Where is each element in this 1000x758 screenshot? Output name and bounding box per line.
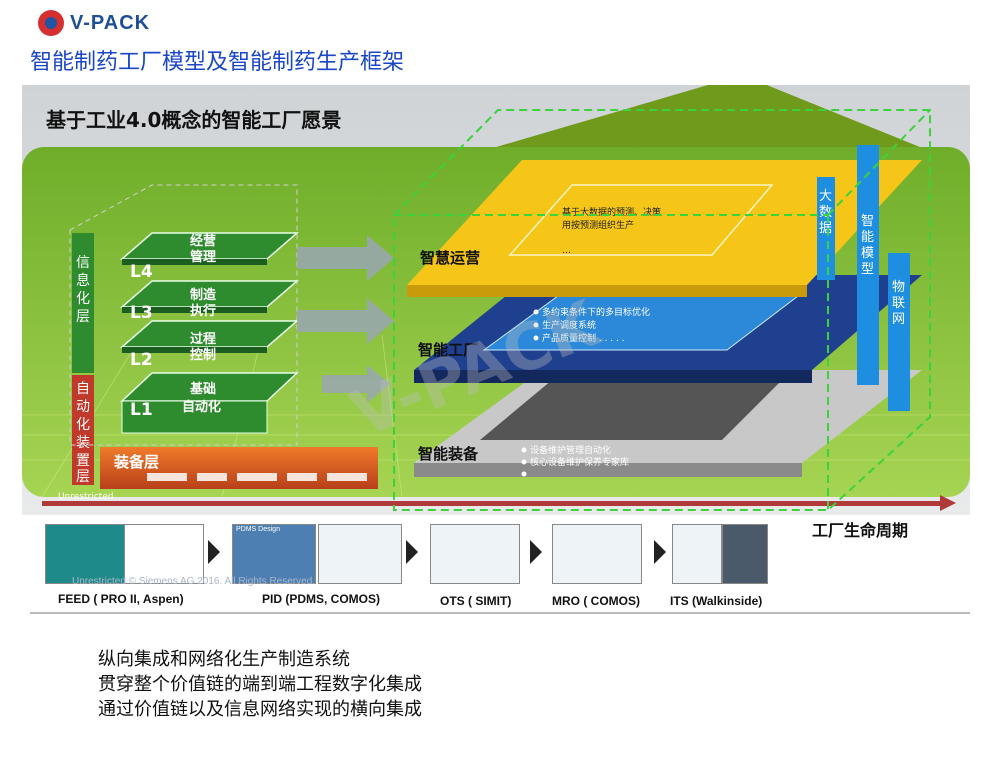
pillar-smart-model [857,145,879,385]
mro-thumbnail [552,524,642,584]
logo-text: V-PACK [70,11,151,34]
divider [30,612,970,614]
level-label-l3b: 执行 [190,303,216,319]
smart-equipment-bullets: 设备维护管理自动化 核心设备维护保养专家库 [530,444,629,468]
feed-thumbnail-2 [124,524,204,584]
mountain-shape [452,85,952,160]
tool-label-its: ITS (Walkinside) [670,594,763,608]
level-code-l4: L4 [130,262,153,282]
level-code-l1: L1 [130,400,153,420]
automation-layer-label: 自动化装置层 [76,381,90,485]
lifecycle-arrow-head [940,495,956,511]
platform-ops [407,160,922,285]
info-layer-bar [72,233,94,373]
pillar-big-data [817,177,835,280]
info-layer-label: 信息化层 [76,255,90,325]
ots-thumbnail [430,524,520,584]
automation-layer-bar [72,375,94,485]
summary-line-2: 贯穿整个价值链的端到端工程数字化集成 [98,674,422,695]
arrow-right-icon [654,540,666,564]
pillar-smart-model-label: 智能模型 [861,214,874,277]
smart-ops-label: 智慧运营 [420,249,480,267]
its-thumbnail-1 [672,524,722,584]
equipment-layer-bar [100,447,378,489]
level-code-l3: L3 [130,303,153,323]
smart-equipment-label: 智能装备 [418,445,479,463]
tool-label-feed: FEED ( PRO II, Aspen) [58,592,184,606]
pillar-iot-label: 物联网 [892,280,905,327]
arrow-right-icon [530,540,542,564]
level-code-l2: L2 [130,350,153,370]
platform-ops-inner [508,184,774,256]
equipment-layer-label: 装备层 [113,453,159,471]
level-label-l4a: 经营 [190,233,216,249]
unrestricted-label: Unrestricted [58,492,113,502]
pid-caption: PDMS Design [236,526,280,533]
smart-ops-bullets: 基于大数据的预测、决策 用按预测组织生产 … [562,206,664,256]
logo-icon [38,10,64,36]
level-label-l4b: 管理 [190,249,216,265]
page-title: 智能制药工厂模型及智能制药生产框架 [30,50,405,75]
level-label-l3a: 制造 [190,287,217,303]
its-thumbnail-2 [722,524,768,584]
summary-line-1: 纵向集成和网络化生产制造系统 [98,649,350,670]
summary-line-3: 通过价值链以及信息网络实现的横向集成 [98,699,422,720]
lifecycle-arrow-shaft [42,501,942,506]
flow-arrows [297,235,394,403]
level-label-l2b: 控制 [190,347,216,363]
green-dashed-frame [393,109,931,511]
equipment-icons [147,473,367,481]
brand-logo: V-PACK [38,10,150,36]
feed-thumbnail-1 [45,524,125,584]
arrow-right-icon [406,540,418,564]
pid-thumbnail-1: PDMS Design [232,524,316,584]
arrow-right-icon [208,540,220,564]
lifecycle-label: 工厂生命周期 [812,521,909,540]
tool-label-ots: OTS ( SIMIT) [440,594,512,608]
tool-label-mro: MRO ( COMOS) [552,594,640,608]
pillar-iot [888,253,910,411]
level-label-l2a: 过程 [190,331,216,347]
level-label-l1b: 自动化 [182,399,221,415]
level-label-l1a: 基础 [189,381,216,397]
pid-thumbnail-2 [318,524,402,584]
smart-factory-diagram: 基于工业4.0概念的智能工厂愿景 信息化层 自动化装置层 L4 经营 管理 L3… [22,85,970,515]
smart-factory-label: 智能工厂 [418,341,478,359]
tool-label-pid: PID (PDMS, COMOS) [262,592,381,606]
platform-equipment-inner [480,380,782,440]
diagram-heading: 基于工业4.0概念的智能工厂愿景 [46,108,341,132]
level-plates: L4 经营 管理 L3 制造 执行 L2 过程 控制 L1 基础 自动化 [119,232,300,434]
copyright-text: Unrestricted © Siemens AG 2016. All Righ… [72,576,316,587]
smart-factory-bullets: 多约束条件下的多目标优化 生产调度系统 产品质量控制 . . . . . [542,306,653,344]
